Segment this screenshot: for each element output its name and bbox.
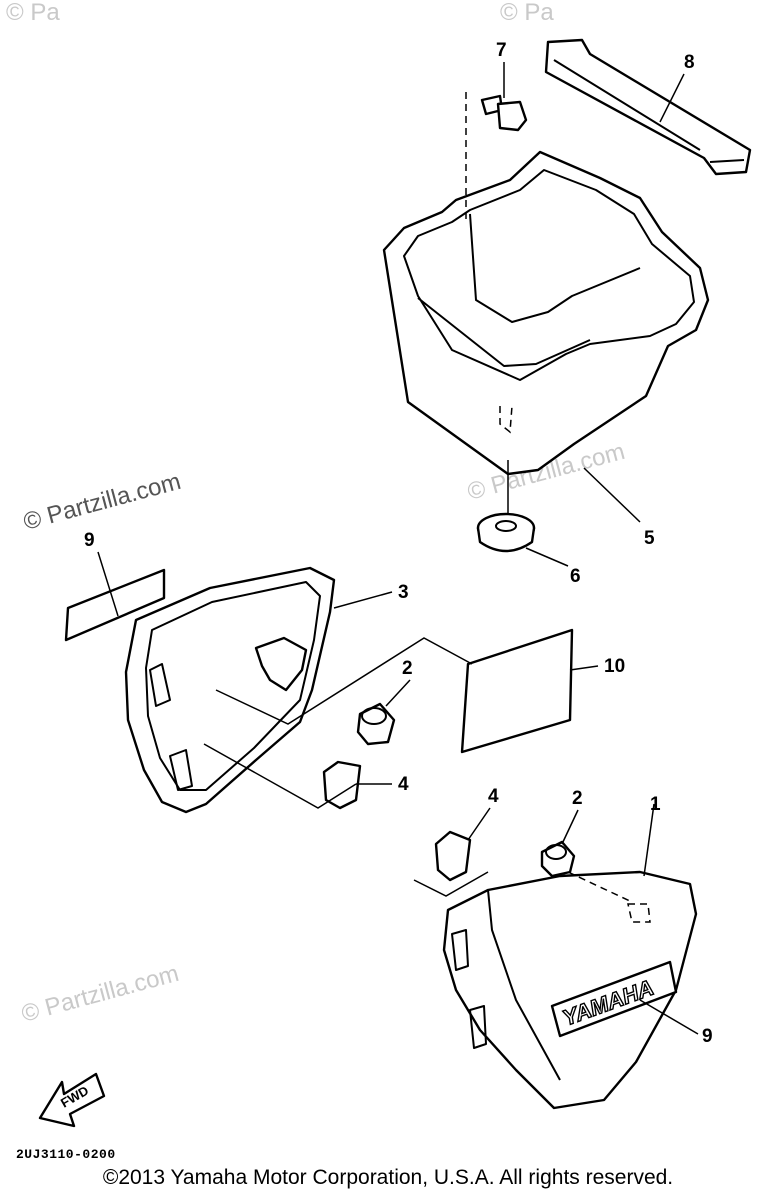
callout-3: 3 [398, 582, 409, 603]
diagram-code: 2UJ3110-0200 [16, 1147, 116, 1162]
grommet [476, 512, 536, 553]
watermark-mid-left: © Partzilla.com [21, 468, 184, 536]
callout-4-upper: 4 [398, 774, 409, 795]
watermark-bottom-left: © Partzilla.com [19, 960, 182, 1028]
leader-5 [583, 467, 641, 523]
assembly-line-plate [215, 637, 473, 725]
side-cover-left [124, 566, 336, 814]
callout-9-lower: 9 [702, 1026, 713, 1047]
leader-4-lower [467, 807, 491, 841]
damper-upper [356, 702, 396, 746]
leader-8 [659, 73, 685, 123]
assembly-line-clip [203, 743, 357, 809]
callout-10: 10 [604, 656, 625, 677]
assembly-line-clip-lower [413, 871, 489, 897]
battery-strap [544, 38, 752, 176]
leader-6 [525, 547, 569, 567]
leader-10 [569, 665, 599, 671]
callout-6: 6 [570, 566, 581, 587]
callout-7: 7 [496, 40, 507, 61]
callout-5: 5 [644, 528, 655, 549]
side-cover-right [442, 870, 698, 1110]
clip-upper [322, 760, 362, 810]
callout-1: 1 [650, 794, 661, 815]
forward-arrow-icon: FWD [38, 1072, 106, 1128]
clip-lower [434, 830, 472, 882]
leader-9-lower [639, 999, 699, 1035]
watermark-top-left: © Pa [6, 0, 60, 26]
bolt [480, 94, 528, 132]
battery-box [382, 92, 710, 516]
leader-2-lower [561, 809, 579, 845]
callout-2-upper: 2 [402, 658, 413, 679]
damper-lower [540, 840, 576, 878]
leader-9-upper [97, 551, 119, 617]
callout-9-upper: 9 [84, 530, 95, 551]
leader-3 [333, 591, 393, 609]
watermark-top-right: © Pa [500, 0, 554, 26]
leader-1 [643, 803, 655, 877]
exploded-parts-diagram: © Pa © Pa © Partzilla.com © Partzilla.co… [6, 0, 752, 1128]
callout-8: 8 [684, 52, 695, 73]
callout-2-lower: 2 [572, 788, 583, 809]
cover-plate [460, 628, 574, 754]
callout-4-lower: 4 [488, 786, 499, 807]
copyright-notice: ©2013 Yamaha Motor Corporation, U.S.A. A… [102, 1166, 674, 1189]
leader-2-upper [385, 679, 411, 707]
